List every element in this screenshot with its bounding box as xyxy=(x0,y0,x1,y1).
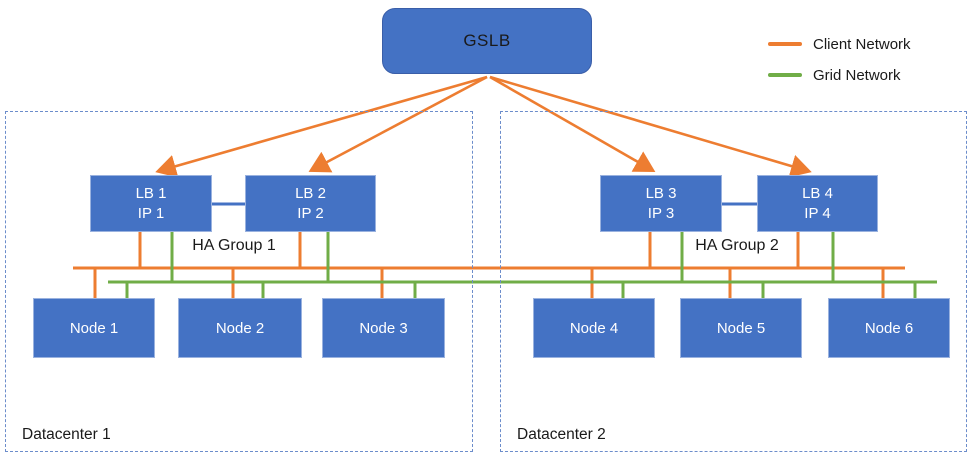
ha-group-2-label: HA Group 2 xyxy=(695,237,779,254)
node4-box: Node 4 xyxy=(533,298,655,358)
legend-label: Client Network xyxy=(813,35,911,53)
node5-label: Node 5 xyxy=(716,319,766,337)
node2-label: Node 2 xyxy=(215,319,265,337)
lb4-ip: IP 4 xyxy=(804,204,831,222)
ha-group-1-label: HA Group 1 xyxy=(192,237,276,254)
node1-box: Node 1 xyxy=(33,298,155,358)
lb2-box: LB 2 IP 2 xyxy=(245,175,376,232)
lb3-ip: IP 3 xyxy=(647,204,675,222)
legend: Client Network Grid Network xyxy=(768,33,911,95)
lb4-box: LB 4 IP 4 xyxy=(757,175,878,232)
lb1-name: LB 1 xyxy=(135,184,167,202)
node1-label: Node 1 xyxy=(69,319,119,337)
lb3-name: LB 3 xyxy=(645,184,677,202)
node3-box: Node 3 xyxy=(322,298,445,358)
datacenter-1-boundary: Datacenter 1 xyxy=(5,111,473,452)
node5-box: Node 5 xyxy=(680,298,802,358)
grid-network-line-icon xyxy=(768,73,802,77)
lb1-ip: IP 1 xyxy=(137,204,165,222)
legend-item-client-network: Client Network xyxy=(768,33,911,55)
datacenter-2-label: Datacenter 2 xyxy=(517,426,606,443)
gslb-label: GSLB xyxy=(463,31,511,50)
node4-label: Node 4 xyxy=(569,319,619,337)
lb1-box: LB 1 IP 1 xyxy=(90,175,212,232)
node3-label: Node 3 xyxy=(359,319,408,337)
datacenter-2-boundary: Datacenter 2 xyxy=(500,111,967,452)
node6-label: Node 6 xyxy=(864,319,914,337)
node6-box: Node 6 xyxy=(828,298,950,358)
lb4-name: LB 4 xyxy=(802,184,833,202)
datacenter-1-label: Datacenter 1 xyxy=(22,426,111,443)
lb3-box: LB 3 IP 3 xyxy=(600,175,722,232)
legend-label: Grid Network xyxy=(813,66,901,84)
lb2-ip: IP 2 xyxy=(297,204,324,222)
gslb-box: GSLB xyxy=(382,8,592,74)
legend-item-grid-network: Grid Network xyxy=(768,64,911,86)
client-network-line-icon xyxy=(768,42,802,46)
node2-box: Node 2 xyxy=(178,298,302,358)
lb2-name: LB 2 xyxy=(295,184,326,202)
